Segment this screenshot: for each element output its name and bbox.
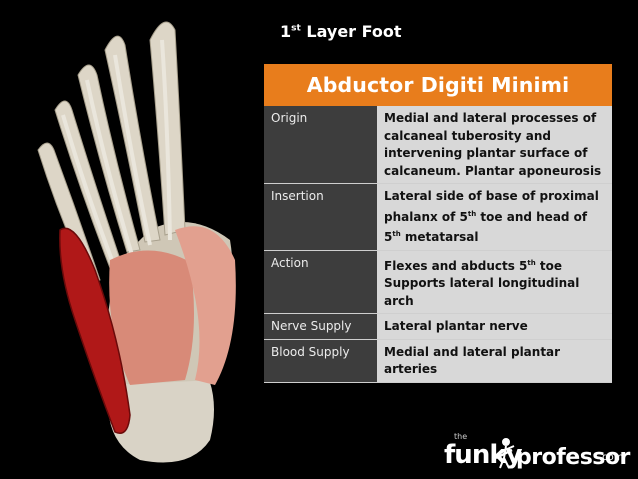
layer-title: 1st Layer Foot [280, 22, 402, 41]
table-row-origin: Origin Medial and lateral processes of c… [264, 106, 612, 184]
row-label: Blood Supply [264, 339, 377, 383]
flexor-digitorum-brevis-muscle [109, 250, 194, 385]
logo-professor: professor [516, 445, 630, 470]
row-value: Lateral side of base of proximal phalanx… [377, 183, 612, 251]
muscle-info-table: Origin Medial and lateral processes of c… [264, 106, 612, 383]
row-label: Nerve Supply [264, 313, 377, 340]
foot-anatomy-illustration [37, 21, 236, 463]
table-row-insertion: Insertion Lateral side of base of proxim… [264, 183, 612, 251]
muscle-name-header: Abductor Digiti Minimi [264, 64, 612, 106]
funky-professor-logo: the funky professor .com [444, 432, 630, 472]
guitar-player-icon [495, 438, 515, 469]
table-row-blood-supply: Blood Supply Medial and lateral plantar … [264, 339, 612, 383]
row-label: Origin [264, 106, 377, 184]
calcaneus-bone [108, 370, 214, 463]
row-label: Insertion [264, 183, 377, 251]
abductor-digiti-minimi-muscle [59, 227, 131, 434]
abductor-hallucis-muscle [175, 226, 236, 385]
table-row-nerve-supply: Nerve Supply Lateral plantar nerve [264, 313, 612, 340]
flexor-tendons [61, 39, 172, 269]
row-value: Medial and lateral processes of calcanea… [377, 106, 612, 184]
logo-funky: funky [444, 440, 523, 470]
row-label: Action [264, 250, 377, 314]
muscle-info-card: Abductor Digiti Minimi Origin Medial and… [264, 64, 612, 383]
row-value: Lateral plantar nerve [377, 313, 612, 340]
logo-the: the [454, 432, 468, 441]
row-value: Medial and lateral plantar arteries [377, 339, 612, 383]
logo-com: .com [599, 452, 624, 463]
